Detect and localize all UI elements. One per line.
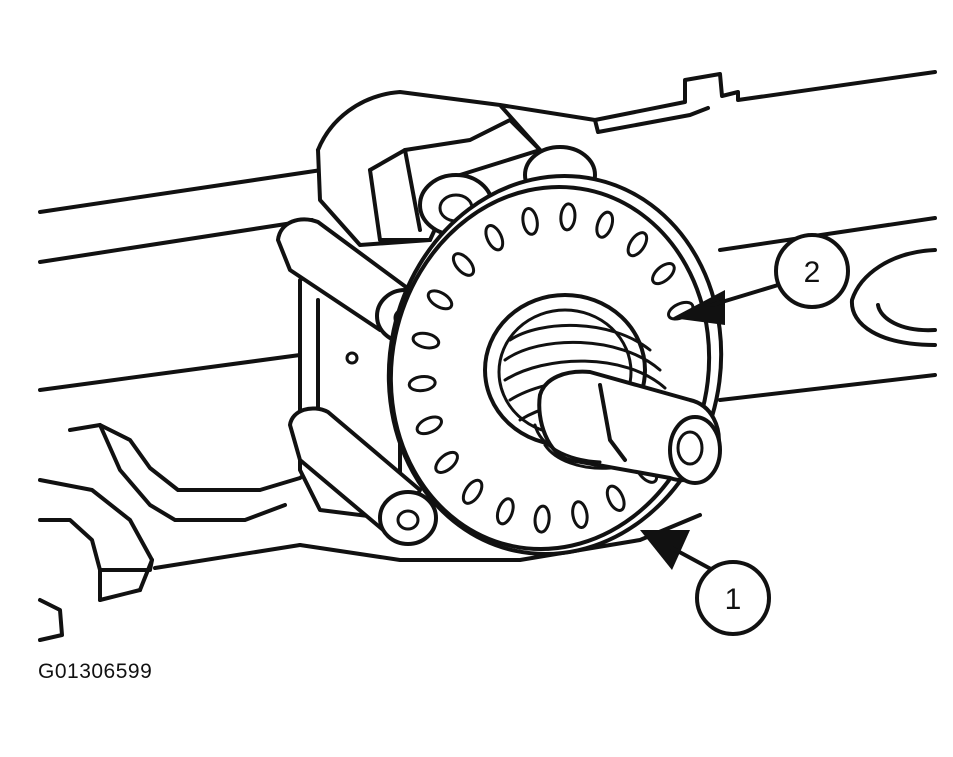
callout-arrow-2	[672, 280, 790, 325]
wheel-slot	[461, 478, 484, 505]
wheel-slot	[651, 262, 676, 286]
wheel-slot	[495, 497, 515, 526]
wheel-slot	[484, 224, 505, 252]
wheel-slot	[521, 207, 539, 236]
callout-1: 1	[695, 560, 771, 636]
wheel-slot	[595, 210, 615, 239]
housing-outline	[38, 70, 937, 642]
wheel-slot	[426, 289, 454, 311]
wheel-slot	[415, 415, 443, 436]
callout-1-number: 1	[725, 583, 742, 616]
figure-id: G01306599	[38, 660, 153, 683]
wheel-slot	[407, 374, 437, 393]
wheel-slot	[559, 202, 577, 232]
wheel-slot	[605, 484, 626, 512]
wheel-slot	[434, 450, 459, 474]
shaft-hub	[483, 293, 722, 485]
wheel-slot	[626, 231, 649, 258]
wheel-slot	[533, 504, 551, 534]
callout-2: 2	[774, 233, 850, 309]
wheel-slot	[451, 252, 476, 277]
wheel-slot	[411, 331, 441, 350]
wheel-slot	[571, 500, 589, 529]
callout-2-number: 2	[804, 256, 821, 289]
